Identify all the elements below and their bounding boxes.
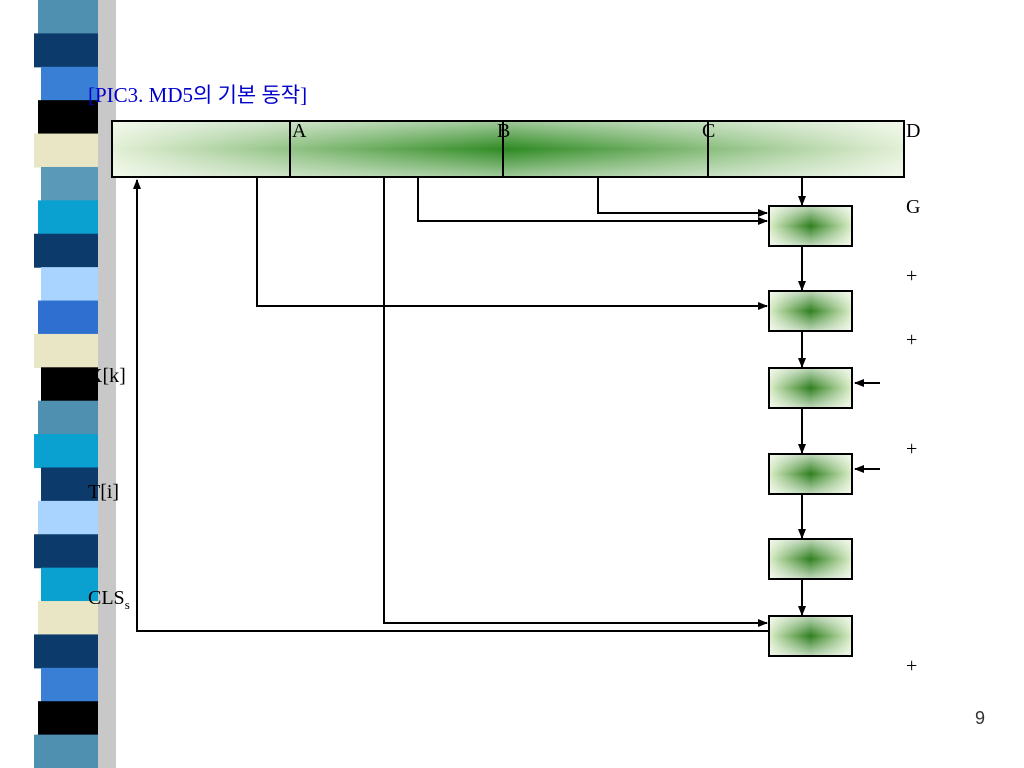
page-number: 9	[975, 708, 986, 728]
stripe-segment	[38, 400, 98, 435]
stripe-segment	[38, 500, 98, 535]
stripe-segment	[38, 200, 98, 235]
op-box-4	[768, 453, 853, 495]
op-box-3	[768, 367, 853, 409]
op-box-2	[768, 290, 853, 332]
label-g: G	[906, 196, 921, 218]
stripe-segment	[34, 534, 98, 569]
label-plus-4: +	[906, 655, 918, 677]
stripe-segment	[34, 33, 98, 68]
stripe-segment	[34, 133, 98, 168]
label-cls-sub: s	[124, 597, 130, 612]
arrow-c-to-box1	[597, 177, 768, 217]
label-xk: X[k]	[88, 365, 126, 387]
stripe-shadow	[98, 0, 116, 768]
label-cls-text: CLS	[88, 587, 125, 609]
label-ti: T[i]	[88, 481, 120, 503]
register-label-d: D	[906, 120, 921, 142]
stripe-segment	[38, 100, 98, 135]
label-plus-1: +	[906, 265, 918, 287]
stripe-segment	[41, 267, 98, 302]
label-plus-3: +	[906, 438, 918, 460]
register-bar	[111, 120, 905, 178]
arrow-feedback-to-register	[133, 179, 769, 632]
stripe-segment	[38, 300, 98, 335]
stripe-segment	[38, 601, 98, 636]
arrow-b-to-box6	[383, 177, 768, 627]
stripe-segment	[38, 0, 98, 34]
stripe-segment	[34, 333, 98, 368]
op-box-1	[768, 205, 853, 247]
label-plus-2: +	[906, 329, 918, 351]
stripe-segment	[38, 701, 98, 736]
register-label-b: B	[497, 120, 511, 142]
stripe-segment	[41, 367, 98, 402]
stripe-segment	[41, 66, 98, 101]
stripe-segment	[34, 233, 98, 268]
stripe-segment	[41, 467, 98, 502]
decorative-stripe	[34, 0, 116, 768]
op-box-6	[768, 615, 853, 657]
arrow-b-to-box1	[417, 177, 768, 225]
stripe-segment	[34, 634, 98, 669]
slide-title: [PIC3. MD5의 기본 동작]	[88, 83, 308, 107]
register-label-a: A	[292, 120, 307, 142]
stripe-segment	[41, 567, 98, 602]
stripe-segment	[34, 434, 98, 469]
stripe-segment	[41, 166, 98, 201]
register-label-c: C	[702, 120, 716, 142]
stripe-segment	[41, 667, 98, 702]
op-box-5	[768, 538, 853, 580]
arrow-a-to-box2	[256, 177, 768, 310]
label-cls: CLSs	[88, 588, 130, 611]
stripe-segment	[34, 734, 98, 768]
